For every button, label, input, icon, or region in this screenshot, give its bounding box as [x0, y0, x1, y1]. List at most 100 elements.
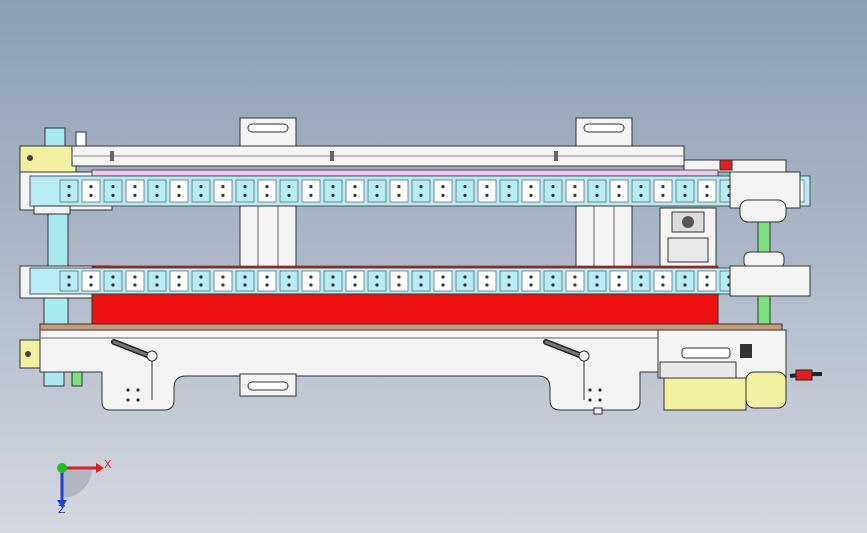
chain-link	[521, 179, 541, 203]
chain-bolt	[485, 185, 489, 189]
chain-bolt	[419, 193, 423, 197]
chain-link	[631, 179, 651, 203]
bottom-mounting-bracket-left	[239, 373, 297, 397]
chain-link	[125, 179, 145, 203]
chain-bolt	[243, 275, 247, 279]
chain-bolt	[287, 193, 291, 197]
chain-link	[191, 270, 211, 292]
chain-bolt	[133, 283, 137, 287]
support-column-left	[239, 205, 297, 269]
chain-bolt	[111, 185, 115, 189]
chain-bolt	[639, 275, 643, 279]
clamp-lever-left	[111, 339, 158, 400]
chain-bolt	[397, 193, 401, 197]
chain-bolt	[133, 193, 137, 197]
chain-link	[191, 179, 211, 203]
chain-bolt	[67, 193, 71, 197]
base-frame	[19, 329, 659, 415]
chain-link	[521, 270, 541, 292]
chain-bolt	[529, 193, 533, 197]
top-guide-rail	[19, 145, 787, 173]
chain-bolt	[221, 283, 225, 287]
chain-bolt	[683, 193, 687, 197]
clamp-lever-right	[543, 339, 590, 400]
chain-bolt	[661, 185, 665, 189]
chain-link	[59, 270, 79, 292]
chain-link	[279, 270, 299, 292]
chain-link	[653, 179, 673, 203]
chain-link	[675, 270, 695, 292]
support-column-right	[575, 205, 633, 269]
chain-bolt	[463, 275, 467, 279]
coordinate-triad: X Z	[57, 458, 112, 516]
chain-link	[213, 270, 233, 292]
chain-link	[125, 270, 145, 292]
chain-bolt	[199, 283, 203, 287]
chain-bolt	[111, 283, 115, 287]
chain-bolt	[705, 275, 709, 279]
chain-link	[543, 270, 563, 292]
chain-bolt	[595, 185, 599, 189]
chain-link	[301, 270, 321, 292]
chain-link	[169, 179, 189, 203]
chain-bolt	[639, 185, 643, 189]
chain-bolt	[639, 193, 643, 197]
chain-bolt	[617, 185, 621, 189]
motor-cable	[789, 369, 823, 381]
chain-bolt	[199, 185, 203, 189]
chain-bolt	[331, 185, 335, 189]
chain-bolt	[133, 185, 137, 189]
chain-bolt	[441, 193, 445, 197]
chain-bolt	[573, 283, 577, 287]
chain-link	[587, 270, 607, 292]
chain-bolt	[309, 185, 313, 189]
chain-bolt	[595, 193, 599, 197]
chain-link	[323, 270, 343, 292]
chain-link	[213, 179, 233, 203]
chain-bolt	[551, 275, 555, 279]
chain-bolt	[331, 193, 335, 197]
chain-link	[257, 270, 277, 292]
triad-z-label: Z	[58, 503, 66, 516]
chain-bolt	[529, 283, 533, 287]
chain-link	[367, 270, 387, 292]
chain-link	[389, 179, 409, 203]
chain-bolt	[507, 193, 511, 197]
lower-chain	[19, 265, 811, 299]
chain-link	[257, 179, 277, 203]
chain-bolt	[353, 193, 357, 197]
chain-link	[477, 179, 497, 203]
chain-bolt	[573, 193, 577, 197]
chain-bolt	[617, 193, 621, 197]
chain-bolt	[287, 185, 291, 189]
chain-bolt	[661, 283, 665, 287]
chain-bolt	[177, 193, 181, 197]
chain-bolt	[375, 283, 379, 287]
chain-bolt	[617, 275, 621, 279]
chain-bolt	[155, 283, 159, 287]
chain-link	[103, 270, 123, 292]
chain-link	[103, 179, 123, 203]
chain-bolt	[265, 185, 269, 189]
chain-bolt	[397, 185, 401, 189]
chain-bolt	[265, 283, 269, 287]
chain-bolt	[243, 185, 247, 189]
chain-link	[367, 179, 387, 203]
upper-chain-links	[59, 179, 805, 203]
chain-bolt	[89, 283, 93, 287]
chain-bolt	[507, 185, 511, 189]
chain-bolt	[67, 185, 71, 189]
chain-link	[301, 179, 321, 203]
chain-bolt	[441, 283, 445, 287]
chain-link	[631, 270, 651, 292]
chain-link	[81, 270, 101, 292]
chain-bolt	[595, 283, 599, 287]
chain-link	[675, 179, 695, 203]
left-shaft-assembly	[43, 127, 87, 387]
chain-bolt	[111, 193, 115, 197]
conveyor-belt-red	[91, 293, 719, 341]
base-plate	[39, 323, 783, 331]
chain-bolt	[89, 193, 93, 197]
chain-link	[433, 179, 453, 203]
